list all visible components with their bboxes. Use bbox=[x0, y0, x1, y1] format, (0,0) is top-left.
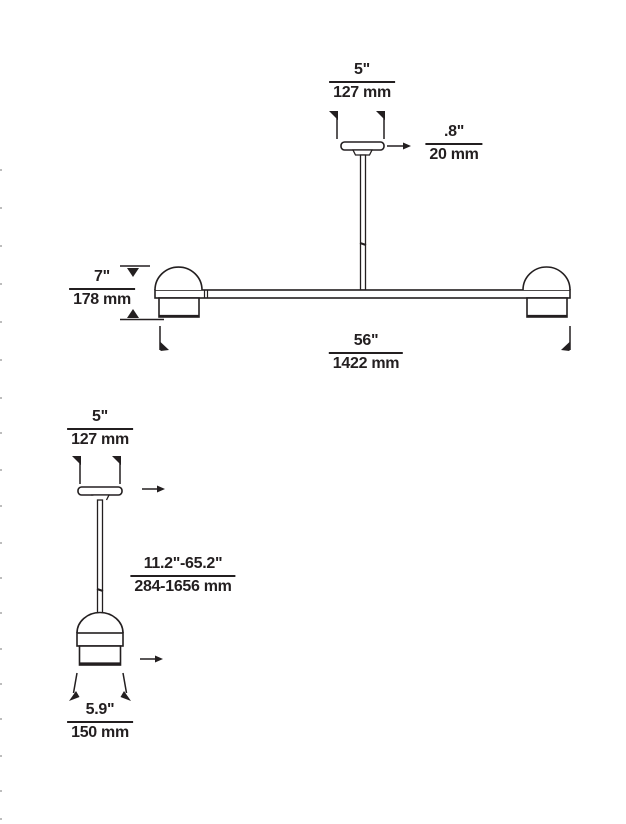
dim-millimeters: 1422 mm bbox=[328, 352, 404, 372]
fixture-height-dimension-lines bbox=[120, 265, 164, 321]
dimension-arrow-icon bbox=[127, 268, 139, 277]
pendant-shade-body bbox=[78, 645, 122, 666]
dim-label-suspension-fixture-height: 7" 178 mm bbox=[69, 267, 135, 308]
fixture-width-dimension-lines bbox=[159, 326, 571, 351]
pendant-stem bbox=[96, 499, 104, 614]
canopy-width-dimension-lines bbox=[329, 111, 385, 139]
pendant-drawing bbox=[69, 456, 165, 701]
dim-label-suspension-canopy-height: .8" 20 mm bbox=[425, 122, 483, 163]
dim-millimeters: 284-1656 mm bbox=[130, 575, 236, 595]
dimension-arrow-icon bbox=[160, 342, 169, 351]
linear-suspension-drawing bbox=[120, 111, 571, 351]
suspension-canopy-collar bbox=[351, 149, 374, 156]
dim-label-suspension-canopy-width: 5" 127 mm bbox=[329, 60, 395, 101]
dim-inches: 5" bbox=[92, 408, 108, 425]
dimension-arrow-icon bbox=[403, 142, 411, 150]
dim-inches: .8" bbox=[443, 123, 465, 140]
dim-label-pendant-shade-width: 5.9" 150 mm bbox=[67, 700, 133, 741]
dimension-arrow-icon bbox=[72, 456, 81, 465]
dim-millimeters: 150 mm bbox=[67, 721, 133, 741]
suspension-bar bbox=[154, 289, 571, 299]
pendant-shade-band bbox=[76, 632, 124, 647]
right-shade-body bbox=[526, 297, 568, 318]
dim-millimeters: 127 mm bbox=[67, 428, 133, 448]
dim-millimeters: 127 mm bbox=[329, 81, 395, 101]
height-range-dimension-lines bbox=[140, 485, 165, 663]
stem-joint bbox=[96, 588, 104, 592]
shade-width-dimension-lines bbox=[69, 672, 131, 701]
dim-millimeters: 178 mm bbox=[69, 288, 135, 308]
dim-label-pendant-canopy-width: 5" 127 mm bbox=[67, 407, 133, 448]
dim-inches: 5" bbox=[354, 61, 370, 78]
dim-inches: 56" bbox=[353, 332, 379, 349]
canopy-height-dimension-lines bbox=[387, 142, 411, 150]
left-shade-dome bbox=[154, 266, 203, 291]
dimension-arrow-icon bbox=[112, 456, 121, 465]
suspension-canopy bbox=[340, 141, 385, 151]
stem-joint bbox=[359, 242, 367, 246]
left-shade-body bbox=[158, 297, 200, 318]
dimension-arrow-icon bbox=[69, 691, 80, 701]
dim-inches: 5.9" bbox=[85, 701, 115, 718]
pendant-canopy-width-dimension-lines bbox=[72, 456, 121, 484]
suspension-stem bbox=[359, 154, 367, 291]
dim-inches: 11.2"-65.2" bbox=[143, 555, 223, 572]
dimension-arrow-icon bbox=[329, 111, 338, 120]
dimension-arrow-icon bbox=[376, 111, 385, 120]
dimension-arrow-icon bbox=[127, 309, 139, 318]
dimension-arrow-icon bbox=[157, 485, 165, 493]
pendant-canopy bbox=[77, 486, 123, 496]
dim-label-suspension-fixture-width: 56" 1422 mm bbox=[328, 331, 404, 372]
dim-millimeters: 20 mm bbox=[425, 143, 483, 163]
right-shade-dome bbox=[522, 266, 571, 291]
pendant-canopy-collar bbox=[91, 494, 111, 501]
dim-inches: 7" bbox=[94, 268, 110, 285]
scan-edge-ticks bbox=[0, 169, 2, 820]
pendant-shade-dome bbox=[76, 611, 124, 634]
dimension-arrow-icon bbox=[561, 342, 570, 351]
dimension-arrow-icon bbox=[155, 655, 163, 663]
dim-label-pendant-height-range: 11.2"-65.2" 284-1656 mm bbox=[130, 554, 236, 595]
dimension-arrow-icon bbox=[120, 691, 131, 701]
